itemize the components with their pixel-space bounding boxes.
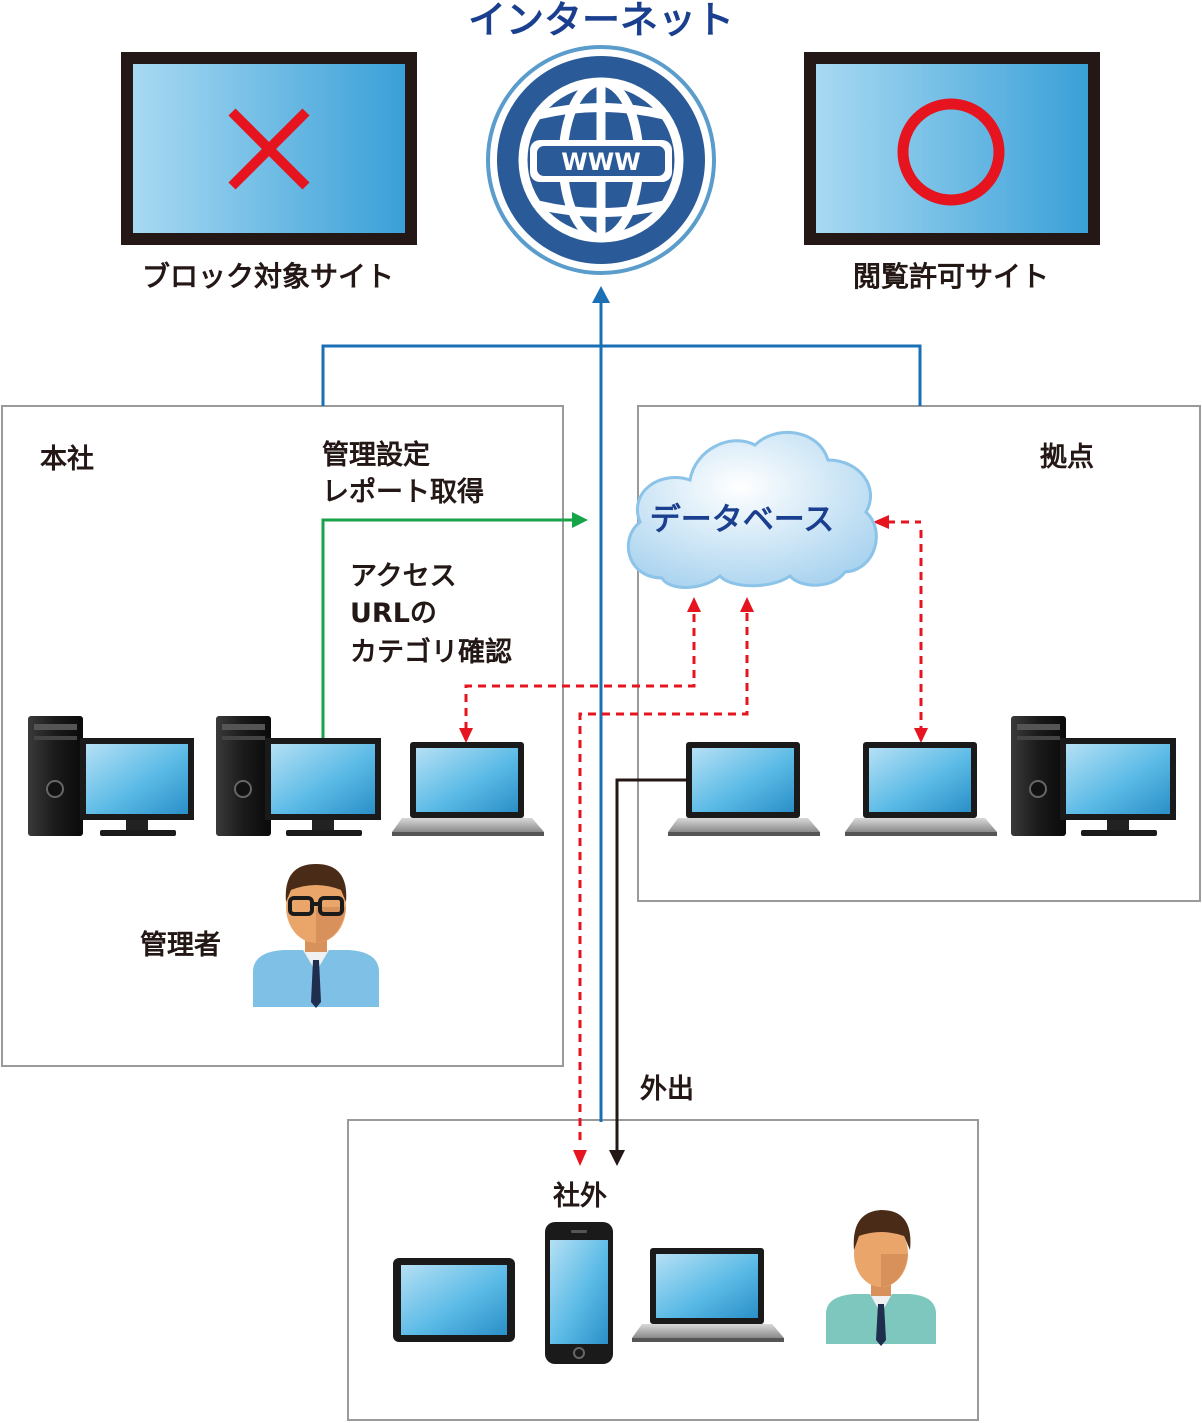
admin-label: 管理者: [140, 930, 221, 961]
internet-title: インターネット: [468, 0, 734, 42]
allowed-site-label: 閲覧許可サイト: [853, 260, 1049, 293]
go-out-label: 外出: [640, 1074, 694, 1105]
desktop-pc-2: [216, 716, 381, 836]
tablet-icon: [393, 1258, 515, 1342]
smartphone-icon: [545, 1222, 613, 1364]
kyoten-title: 拠点: [1040, 442, 1094, 473]
admin-settings-arrow-head: [572, 512, 588, 528]
blocked-site-label: ブロック対象サイト: [142, 260, 394, 293]
honsha-box: [1, 405, 564, 1067]
database-label: データベース: [650, 502, 834, 538]
desktop-pc-3: [1011, 716, 1176, 836]
laptop-1: [392, 742, 544, 836]
www-label: WWW: [561, 148, 640, 176]
access-check-label-1: アクセス: [350, 561, 457, 592]
outside-person-icon: [826, 1210, 936, 1346]
outside-title: 社外: [553, 1180, 607, 1212]
outside-box: [347, 1119, 979, 1421]
desktop-pc-1: [28, 716, 194, 836]
admin-settings-line: [321, 518, 575, 740]
access-check-label-3: カテゴリ確認: [350, 636, 512, 668]
laptop-4: [632, 1248, 784, 1342]
red-arrow-heads: [459, 515, 928, 1166]
laptop-3: [845, 742, 997, 836]
admin-settings-label-1: 管理設定: [322, 439, 430, 471]
allowed-site-monitor: [804, 52, 1100, 245]
cloud-icon: [626, 431, 878, 589]
laptop-2: [668, 742, 820, 836]
go-out-line: [615, 778, 690, 1152]
internet-arrow-head: [592, 286, 610, 303]
blue-bracket-line: [321, 344, 922, 406]
cross-icon: [228, 108, 310, 190]
globe-icon: [486, 45, 716, 275]
go-out-arrow-head: [609, 1150, 625, 1166]
category-check-lines: [464, 520, 923, 1140]
admin-settings-label-2: レポート取得: [322, 477, 484, 508]
circle-ok-icon: [897, 98, 1005, 206]
admin-person-icon: [253, 864, 379, 1008]
access-check-label-2: URLの: [350, 598, 437, 629]
honsha-title: 本社: [40, 443, 94, 475]
